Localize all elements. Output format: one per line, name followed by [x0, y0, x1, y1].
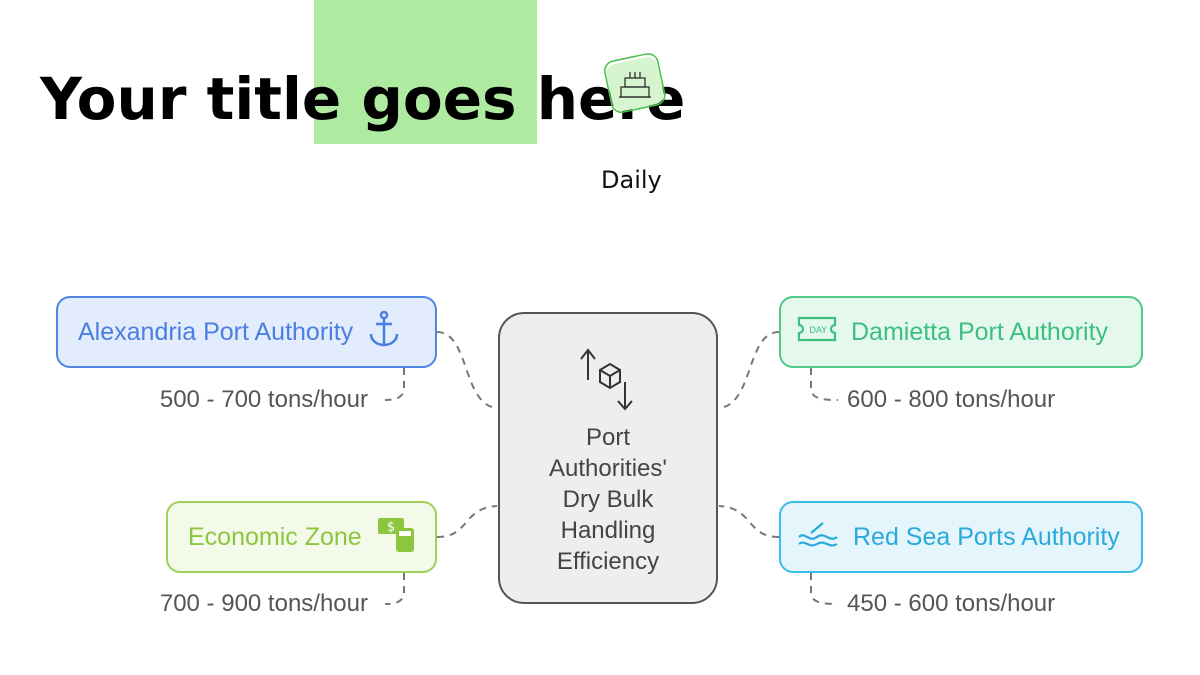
node-alexandria-port-authority[interactable]: Alexandria Port Authority: [56, 296, 437, 368]
central-topic: Port Authorities' Dry Bulk Handling Effi…: [498, 312, 718, 604]
central-topic-text: Port Authorities' Dry Bulk Handling Effi…: [549, 424, 667, 575]
page-title: Your title goes here: [40, 65, 686, 133]
svg-text:DAY: DAY: [809, 326, 827, 336]
node-label: Economic Zone: [188, 522, 362, 551]
ticket-icon: DAY: [797, 314, 837, 351]
money-calculator-icon: $: [376, 514, 416, 561]
node-value: 600 - 800 tons/hour: [847, 386, 1056, 413]
svg-text:$: $: [387, 520, 395, 535]
decorative-green-block: [314, 0, 537, 144]
node-value: 450 - 600 tons/hour: [847, 590, 1056, 617]
node-label: Alexandria Port Authority: [78, 317, 354, 346]
cake-icon: [603, 52, 667, 116]
node-economic-zone[interactable]: Economic Zone $: [166, 501, 437, 573]
node-damietta-port-authority[interactable]: DAY Damietta Port Authority: [779, 296, 1143, 368]
anchor-icon: [367, 310, 401, 355]
waves-icon: [797, 519, 839, 556]
node-label: Red Sea Ports Authority: [853, 522, 1120, 551]
node-red-sea-ports-authority[interactable]: Red Sea Ports Authority: [779, 501, 1143, 573]
node-label: Damietta Port Authority: [851, 317, 1109, 346]
badge-label: Daily: [601, 166, 662, 194]
node-value: 500 - 700 tons/hour: [159, 386, 368, 413]
node-value: 700 - 900 tons/hour: [159, 590, 368, 617]
box-transfer-icon: [500, 346, 716, 414]
